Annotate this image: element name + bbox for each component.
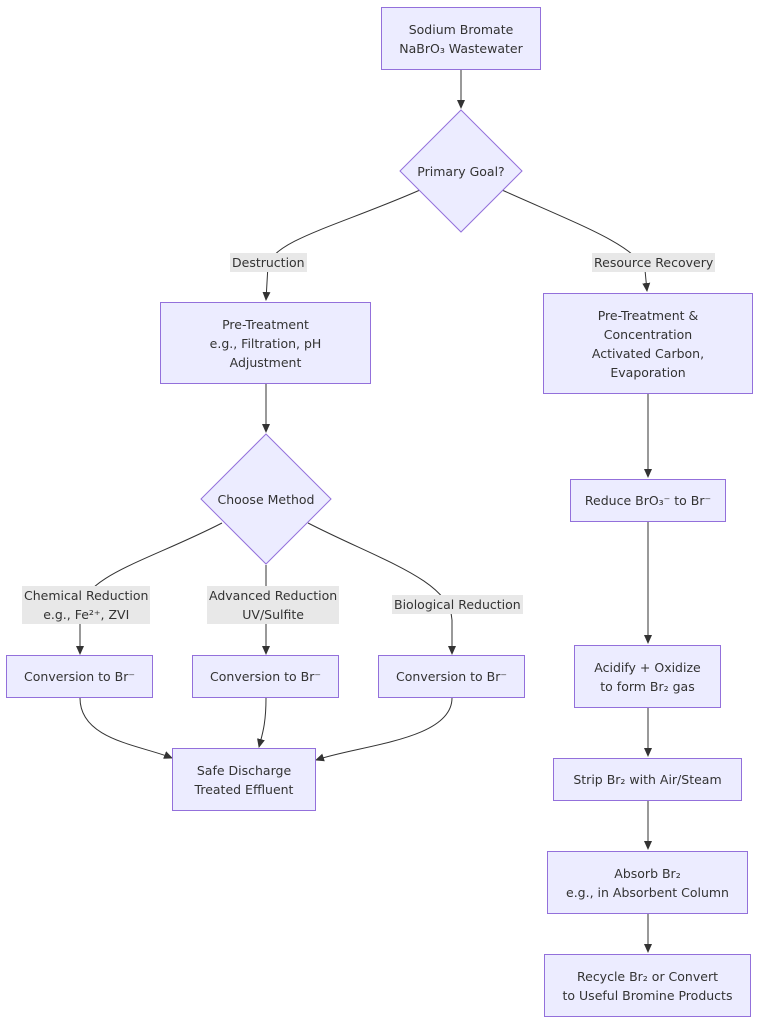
node-absorb-bromine[interactable]: Absorb Br₂ e.g., in Absorbent Column bbox=[547, 851, 748, 914]
node-pretreatment-recovery-line4: Evaporation bbox=[610, 364, 686, 380]
node-recycle-bromine-line1: Recycle Br₂ or Convert bbox=[577, 968, 718, 984]
node-strip-bromine-label: Strip Br₂ with Air/Steam bbox=[573, 772, 722, 787]
node-recycle-bromine[interactable]: Recycle Br₂ or Convert to Useful Bromine… bbox=[544, 954, 751, 1017]
node-pretreatment-destruction-line3: Adjustment bbox=[229, 354, 302, 370]
node-pretreatment-recovery-line3: Activated Carbon, bbox=[591, 345, 705, 361]
node-pretreatment-recovery-line2: Concentration bbox=[603, 326, 693, 342]
node-acidify-oxidize[interactable]: Acidify + Oxidize to form Br₂ gas bbox=[574, 645, 721, 708]
node-absorb-bromine-line1: Absorb Br₂ bbox=[614, 865, 681, 881]
node-conversion-chemical-label: Conversion to Br⁻ bbox=[24, 669, 135, 684]
node-conversion-advanced-label: Conversion to Br⁻ bbox=[210, 669, 321, 684]
node-sodium-bromate-line2: NaBrO₃ Wastewater bbox=[399, 40, 523, 56]
node-safe-discharge-line2: Treated Effluent bbox=[194, 781, 294, 797]
edge-biological-to-discharge bbox=[315, 697, 453, 762]
node-safe-discharge[interactable]: Safe Discharge Treated Effluent bbox=[172, 748, 316, 811]
node-strip-bromine[interactable]: Strip Br₂ with Air/Steam bbox=[553, 758, 742, 801]
edge-label-biological-text: Biological Reduction bbox=[394, 597, 521, 612]
node-conversion-biological[interactable]: Conversion to Br⁻ bbox=[378, 655, 525, 698]
node-acidify-oxidize-line1: Acidify + Oxidize bbox=[594, 659, 701, 675]
edge-chemical-to-discharge bbox=[79, 697, 173, 759]
decision-choose-method-label: Choose Method bbox=[217, 491, 315, 507]
node-pretreatment-recovery[interactable]: Pre-Treatment & Concentration Activated … bbox=[543, 293, 753, 394]
edge-goal-to-recovery bbox=[501, 189, 651, 292]
node-safe-discharge-line1: Safe Discharge bbox=[196, 762, 292, 778]
node-reduce-bromate[interactable]: Reduce BrO₃⁻ to Br⁻ bbox=[570, 479, 726, 522]
node-pretreatment-destruction[interactable]: Pre-Treatment e.g., Filtration, pH Adjus… bbox=[160, 302, 371, 384]
decision-primary-goal-label: Primary Goal? bbox=[417, 163, 505, 179]
decision-choose-method-shape bbox=[200, 433, 332, 565]
node-reduce-bromate-label: Reduce BrO₃⁻ to Br⁻ bbox=[584, 493, 712, 508]
node-pretreatment-destruction-line2: e.g., Filtration, pH bbox=[209, 335, 322, 351]
node-conversion-biological-label: Conversion to Br⁻ bbox=[396, 669, 507, 684]
decision-primary-goal-shape bbox=[399, 109, 523, 233]
node-pretreatment-destruction-line1: Pre-Treatment bbox=[222, 316, 309, 332]
node-sodium-bromate[interactable]: Sodium Bromate NaBrO₃ Wastewater bbox=[381, 7, 541, 70]
node-pretreatment-recovery-line1: Pre-Treatment & bbox=[597, 307, 699, 323]
edge-label-chemical-line2: e.g., Fe²⁺, ZVI bbox=[43, 607, 130, 622]
edge-label-destruction: Destruction bbox=[230, 253, 307, 272]
edge-advanced-to-discharge bbox=[257, 697, 267, 748]
edge-label-biological-reduction: Biological Reduction bbox=[392, 595, 523, 614]
edge-label-resource-recovery: Resource Recovery bbox=[592, 253, 716, 272]
edge-goal-to-destruction bbox=[262, 189, 421, 301]
decision-primary-goal[interactable]: Primary Goal? bbox=[411, 161, 511, 181]
node-conversion-advanced[interactable]: Conversion to Br⁻ bbox=[192, 655, 339, 698]
node-recycle-bromine-line2: to Useful Bromine Products bbox=[562, 987, 733, 1003]
node-acidify-oxidize-line2: to form Br₂ gas bbox=[600, 678, 695, 694]
edge-label-advanced-line1: Advanced Reduction bbox=[209, 588, 338, 603]
edge-label-chemical-reduction: Chemical Reduction e.g., Fe²⁺, ZVI bbox=[22, 586, 151, 624]
edge-label-chemical-line1: Chemical Reduction bbox=[24, 588, 149, 603]
edge-label-advanced-line2: UV/Sulfite bbox=[242, 607, 304, 622]
edge-label-resource-recovery-text: Resource Recovery bbox=[594, 255, 714, 270]
node-sodium-bromate-line1: Sodium Bromate bbox=[408, 21, 514, 37]
edge-label-advanced-reduction: Advanced Reduction UV/Sulfite bbox=[207, 586, 340, 624]
decision-choose-method[interactable]: Choose Method bbox=[211, 489, 321, 509]
node-conversion-chemical[interactable]: Conversion to Br⁻ bbox=[6, 655, 153, 698]
edge-label-destruction-text: Destruction bbox=[232, 255, 305, 270]
node-absorb-bromine-line2: e.g., in Absorbent Column bbox=[566, 884, 729, 900]
